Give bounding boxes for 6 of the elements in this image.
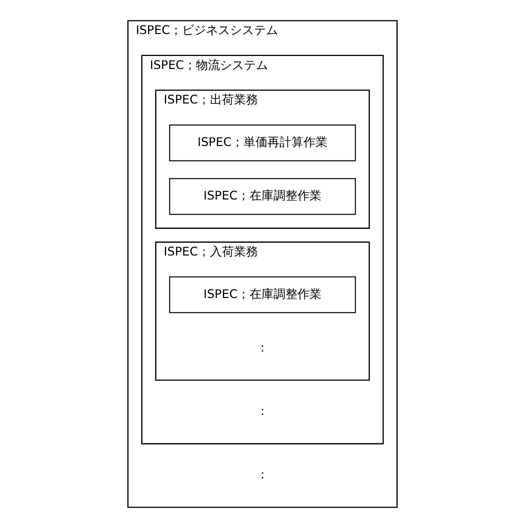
node-box: ISPEC；在庫調整作業 <box>168 276 356 314</box>
label: : <box>260 404 264 418</box>
node-box: ISPEC；在庫調整作業 <box>168 178 356 215</box>
label: : <box>260 468 264 482</box>
node-box: ISPEC；単価再計算作業 <box>168 124 356 162</box>
label: : <box>260 340 264 355</box>
